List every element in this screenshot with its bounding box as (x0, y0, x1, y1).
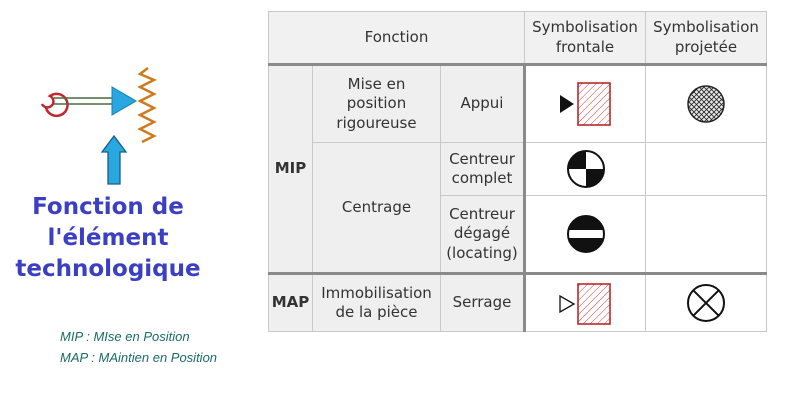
x-circle-icon (687, 284, 725, 322)
hook-icon (40, 92, 69, 118)
left-panel: Fonction de l'élément technologique MIP … (0, 0, 265, 418)
diagram-title: Fonction de l'élément technologique (8, 192, 208, 285)
crosshatched-circle-icon (687, 85, 725, 123)
symbol-projetee-centreur-degage (645, 195, 767, 274)
symbol-frontale-serrage (523, 272, 646, 332)
shaft-line (54, 97, 114, 105)
sub-function-mise-en-position: Mise en position rigoureuse (312, 63, 441, 143)
title-line-1: Fonction de (32, 194, 184, 220)
action-centreur-complet: Centreur complet (440, 142, 525, 196)
up-arrow-icon (100, 134, 128, 185)
action-appui: Appui (440, 63, 525, 143)
sub-function-centrage: Centrage (312, 142, 441, 274)
abbreviation-legend: MIP : MIse en Position MAP : MAintien en… (60, 326, 217, 368)
action-serrage: Serrage (440, 272, 525, 332)
action-centreur-degage: Centreur dégagé (locating) (440, 195, 525, 274)
symbol-frontale-appui (523, 63, 646, 143)
symbol-projetee-appui (645, 63, 767, 143)
table-row: Centrage Centreur complet (269, 142, 767, 274)
symbol-frontale-centreur-degage (523, 195, 646, 274)
support-triangle-icon (111, 86, 137, 116)
banded-circle-icon (566, 215, 605, 253)
spring-icon (137, 67, 157, 144)
table-row: MIP Mise en position rigoureuse Appui (268, 63, 767, 274)
symbol-projetee-serrage (645, 272, 767, 332)
serrage-symbol-icon (558, 283, 611, 325)
category-map: MAP (268, 272, 313, 332)
legend-map: MAP : MAintien en Position (60, 350, 218, 365)
technological-element-schematic (40, 67, 157, 185)
function-table: Fonction Symbolisation frontale Symbolis… (268, 11, 767, 332)
legend-mip: MIP : MIse en Position (60, 329, 190, 344)
category-mip: MIP (268, 63, 313, 274)
symbol-projetee-centreur-complet (645, 142, 767, 196)
title-line-2: l'élément (47, 225, 169, 251)
header-row: Fonction Symbolisation frontale Symbolis… (268, 11, 767, 65)
table-row: MAP Immobilisation de la pièce Serrage (268, 272, 767, 332)
table-row: Centreur dégagé (locating) (269, 195, 767, 274)
title-line-3: technologique (15, 256, 201, 282)
quartered-circle-icon (566, 150, 605, 188)
header-frontale: Symbolisation frontale (524, 11, 646, 65)
header-fonction: Fonction (268, 11, 525, 65)
symbol-frontale-centreur-complet (523, 142, 646, 196)
sub-function-immobilisation: Immobilisation de la pièce (312, 272, 441, 332)
header-projetee: Symbolisation projetée (645, 11, 767, 65)
appui-symbol-icon (559, 82, 611, 126)
